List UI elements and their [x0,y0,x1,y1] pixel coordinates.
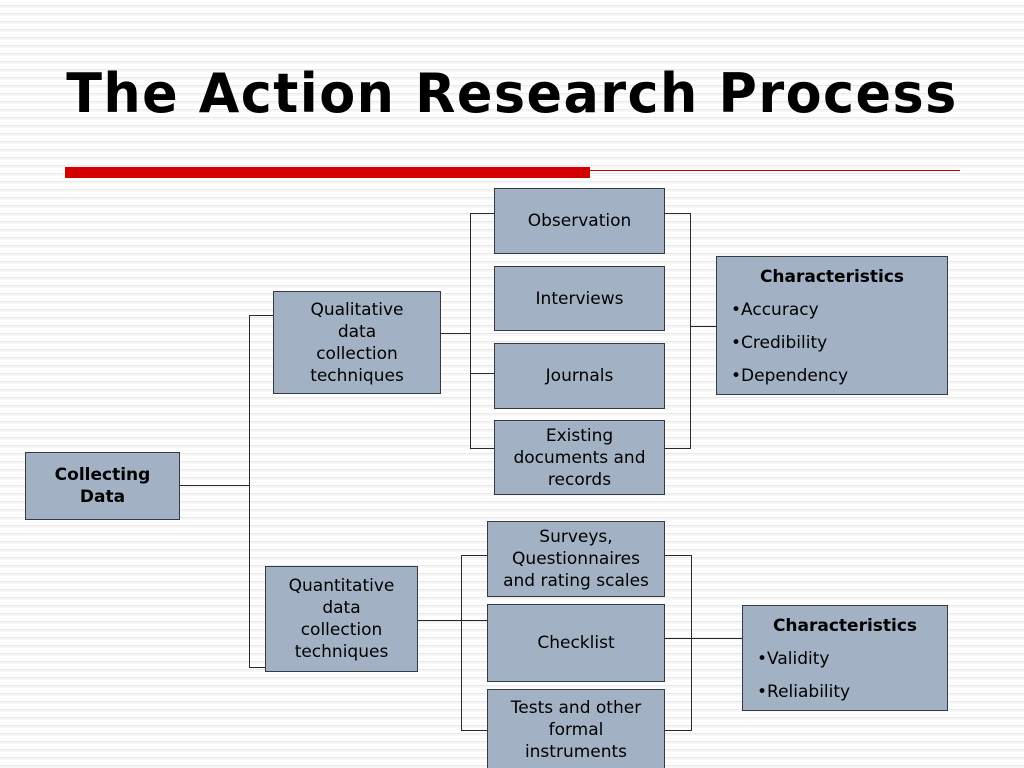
node-label-line: instruments [524,742,628,762]
connector-qualitative-to-observation [470,213,495,214]
node-quantitative-techniques[interactable]: Quantitative data collection techniques [265,566,418,672]
connector-existing-documents-to-bracket [665,448,691,449]
node-surveys-questionnaires-rating-scales[interactable]: Surveys, Questionnaires and rating scale… [487,521,665,597]
node-checklist[interactable]: Checklist [487,604,665,682]
connector-root-to-quantitative [249,667,266,668]
connector-observation-to-bracket [665,213,691,214]
node-label-line: Surveys, [539,527,613,547]
node-label-line: Checklist [537,633,615,653]
connector-quantitative-stub [418,620,462,621]
node-label-line: Qualitative [310,299,404,320]
node-label-line: Quantitative [288,576,395,596]
connector-qualitative-stub [441,333,471,334]
connector-quantitative-trunk [461,555,462,730]
connector-quantitative-to-tests [461,730,488,731]
characteristics-title: Characteristics [772,616,918,636]
node-label-line: techniques [294,642,389,662]
node-interviews[interactable]: Interviews [494,266,665,331]
connector-surveys-to-bracket [665,555,692,556]
node-label-line: data [337,321,377,342]
connector-qualitative-trunk [470,213,471,449]
connector-quantitative-characteristics-trunk [691,555,692,730]
node-label-line: Data [79,487,126,507]
node-observation[interactable]: Observation [494,188,665,254]
characteristics-item-credibility: •Credibility [731,333,828,353]
connector-root-trunk [249,315,250,668]
node-label-line: collection [316,343,398,364]
connector-quantitative-to-surveys [461,555,488,556]
characteristics-item-dependency: •Dependency [731,366,849,386]
connector-to-qualitative-characteristics [690,326,717,327]
node-label-line: Tests and other [510,698,642,718]
node-label-line: Journals [545,366,614,386]
connector-checklist-to-bracket [665,638,692,639]
node-characteristics-qualitative[interactable]: Characteristics •Accuracy •Credibility •… [716,256,948,395]
connector-root-to-qualitative [249,315,274,316]
characteristics-item-reliability: •Reliability [757,682,851,702]
connector-qualitative-to-journals [470,373,495,374]
node-label-line: techniques [310,365,404,386]
node-label-line: records [547,469,612,490]
connector-qualitative-characteristics-trunk [690,213,691,449]
node-label-line: Observation [527,211,632,231]
node-label-line: and rating scales [503,571,649,591]
connector-qualitative-to-existing-documents [470,448,495,449]
node-label-line: collection [300,620,383,640]
node-label-line: documents and [513,447,646,468]
node-label-line: data [322,598,361,618]
connector-quantitative-to-checklist [461,620,488,621]
node-label-line: formal [548,720,604,740]
node-label-line: Questionnaires [512,549,640,569]
characteristics-title: Characteristics [759,267,905,287]
accent-rule-thick [65,167,590,178]
node-qualitative-techniques[interactable]: Qualitative data collection techniques [273,291,441,394]
node-tests-formal-instruments[interactable]: Tests and other formal instruments [487,689,665,768]
node-journals[interactable]: Journals [494,343,665,409]
characteristics-item-validity: •Validity [757,649,830,669]
node-label-line: Interviews [535,288,624,309]
node-existing-documents-records[interactable]: Existing documents and records [494,420,665,495]
page-title: The Action Research Process [66,62,958,125]
node-characteristics-quantitative[interactable]: Characteristics •Validity •Reliability [742,605,948,711]
characteristics-item-accuracy: •Accuracy [731,300,819,320]
connector-to-quantitative-characteristics [691,638,743,639]
node-label-line: Collecting [54,465,151,485]
node-label-line: Existing [545,425,614,446]
node-collecting-data[interactable]: Collecting Data [25,452,180,520]
connector-root-stub [180,485,250,486]
connector-tests-to-bracket [665,730,692,731]
